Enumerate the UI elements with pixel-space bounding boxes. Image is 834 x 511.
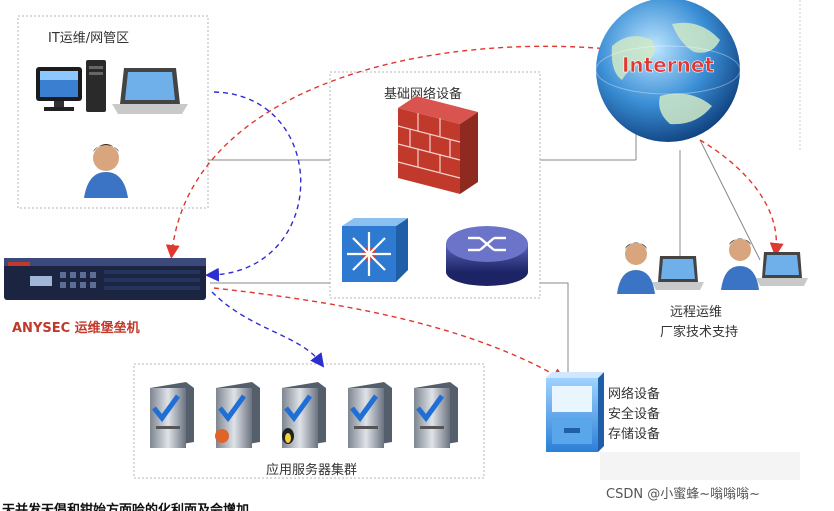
server-cluster-label: 应用服务器集群 [266,462,357,478]
router-icon [446,226,528,286]
internet-label: Internet [622,53,714,77]
switch-icon [342,218,408,282]
remote-laptop-1-icon [652,256,704,290]
footer-caption: 天并发天倡和钳始方面哈的化利面及会增加 [2,502,249,511]
storage-label-line1: 网络设备 [608,386,660,402]
desktop-computer-icon [36,60,106,112]
watermark-backdrop [600,452,800,480]
server-icon [282,382,326,448]
bastion-host-appliance [4,258,206,300]
watermark: CSDN @小蜜蜂~嗡嗡嗡~ [606,487,760,502]
remote-user-1-icon [617,242,655,294]
infrastructure-zone [329,71,541,299]
firewall-icon [397,96,478,194]
user-icon [84,144,128,198]
remote-label-line1: 远程运维 [670,305,722,320]
server-icon [150,382,194,448]
server-icon [215,382,260,448]
server-icon [414,382,458,448]
internet-globe-icon [595,0,741,142]
remote-user-2-icon [721,238,759,290]
server-icon [348,382,392,448]
file-cabinet-icon [546,372,604,452]
remote-label-line2: 厂家技术支持 [660,324,738,340]
dashed-flows [165,45,784,382]
bastion-label: ANYSEC 运维堡垒机 [12,320,140,336]
storage-label-line2: 安全设备 [608,406,660,422]
laptop-icon [112,68,188,114]
it-ops-label: IT运维/网管区 [48,31,129,46]
it-ops-zone [17,15,209,209]
infrastructure-label: 基础网络设备 [384,86,462,102]
storage-label-line3: 存储设备 [608,426,660,442]
remote-laptop-2-icon [756,252,808,286]
